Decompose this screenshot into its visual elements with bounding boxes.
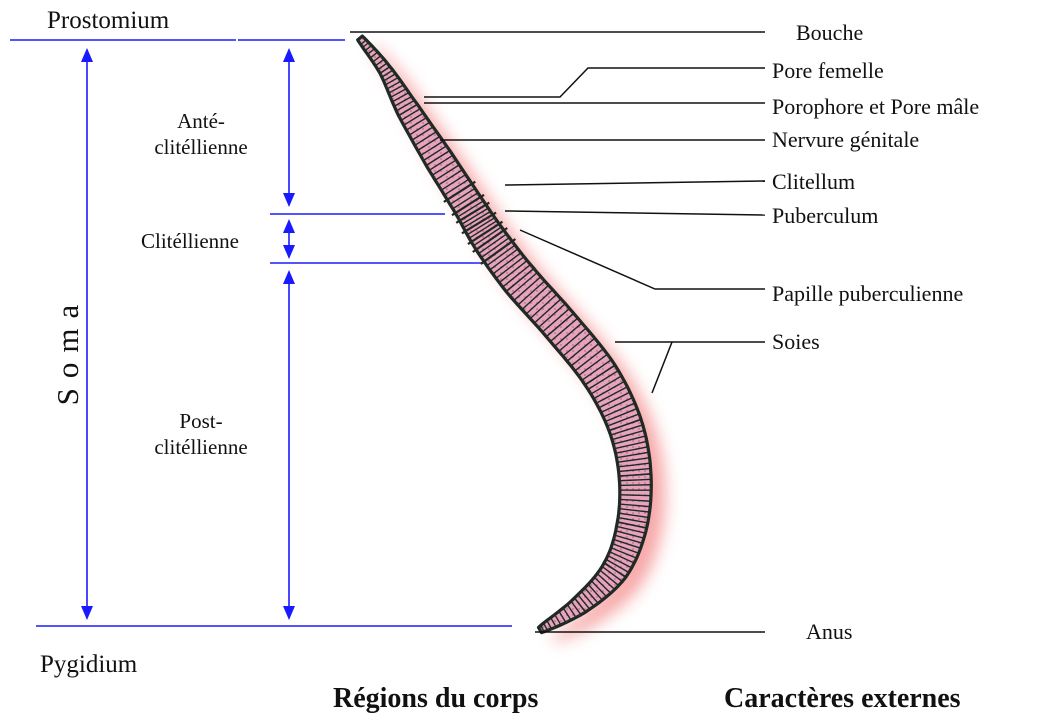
callout-leader-5 (505, 211, 765, 215)
callout-anus: Anus (806, 621, 852, 643)
region-post-clitellienne: Post- clitéllienne (136, 408, 266, 461)
callout-puberculum: Puberculum (772, 205, 878, 227)
region-ante-clitellienne: Anté- clitéllienne (136, 108, 266, 161)
callout-clitellum: Clitellum (772, 171, 855, 193)
worm-body (358, 36, 652, 633)
region-ante-line1: Anté- (136, 108, 266, 134)
soma-label: Soma (13, 320, 123, 380)
worm-illustration (358, 36, 666, 643)
footer-characters-title: Caractères externes (724, 683, 961, 715)
post-arrow-head-bottom (283, 606, 295, 620)
post-arrow-head-top (283, 270, 295, 284)
region-clitellienne: Clitéllienne (115, 228, 265, 254)
footer-regions-title: Régions du corps (333, 683, 538, 715)
callout-soies: Soies (772, 331, 820, 353)
region-post-line2: clitéllienne (136, 434, 266, 460)
worm-texture (358, 36, 652, 633)
callout-leader-4 (505, 181, 765, 185)
callout-pore-femelle: Pore femelle (772, 60, 884, 82)
callout-nervure: Nervure génitale (772, 129, 919, 151)
ante-arrow-head-bottom (283, 193, 295, 207)
worm-segments (358, 36, 654, 633)
prostomium-label: Prostomium (47, 8, 169, 33)
soma-arrow-head-bottom (81, 606, 93, 620)
callout-bouche: Bouche (796, 22, 863, 44)
callout-leader-1 (424, 68, 765, 97)
soma-arrow-head-top (81, 48, 93, 62)
callout-leader-8 (652, 342, 672, 393)
callout-porophore: Porophore et Pore mâle (772, 96, 979, 118)
pygidium-label: Pygidium (40, 652, 137, 677)
worm-annulus-112 (618, 485, 654, 486)
region-post-line1: Post- (136, 408, 266, 434)
clit-arrow-head-top (283, 219, 295, 233)
clit-arrow-head-bottom (283, 245, 295, 259)
ante-arrow-head-top (283, 48, 295, 62)
region-ante-line2: clitéllienne (136, 134, 266, 160)
callout-leader-6 (520, 230, 765, 289)
callout-papille: Papille puberculienne (772, 283, 963, 305)
